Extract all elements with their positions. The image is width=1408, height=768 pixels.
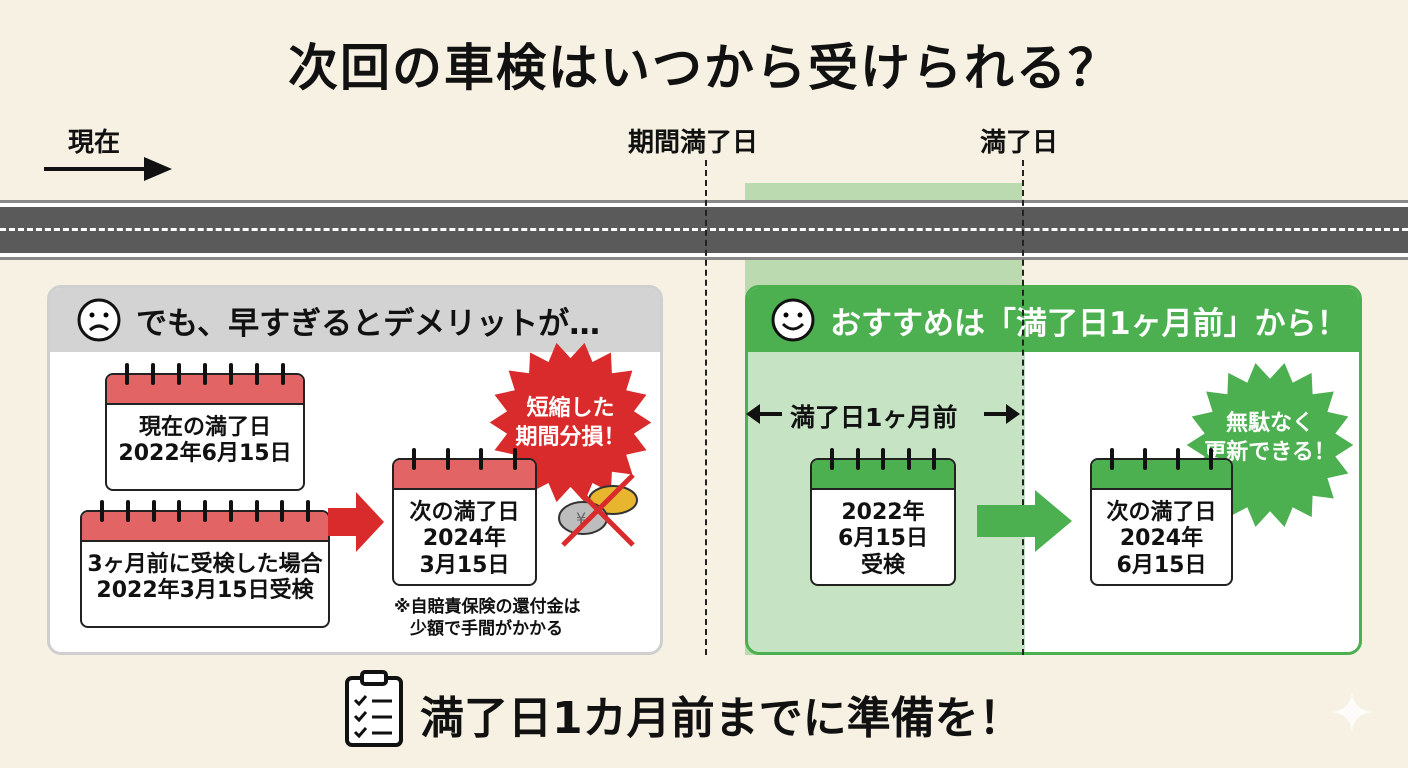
page-title: 次回の車検はいつから受けられる？ [288, 39, 1120, 97]
burst-text: 無駄なく [1225, 411, 1314, 436]
cal-text: 6月15日 [838, 526, 928, 552]
red-arrow-icon [328, 492, 384, 552]
svg-text:¥: ¥ [576, 509, 586, 528]
period-end-line [705, 160, 707, 655]
cal-text: 2022年3月15日受検 [96, 578, 314, 604]
clipboard-checklist-icon [345, 670, 403, 747]
burst-text: 期間分損！ [515, 424, 626, 450]
cal-text: 2022年6月15日 [118, 441, 292, 467]
expiry-label: 満了日 [980, 128, 1059, 158]
note-line: ※自賠責保険の還付金は [394, 597, 581, 617]
green-arrow-icon [977, 490, 1072, 552]
cal-text: 3ヶ月前に受検した場合 [87, 552, 323, 577]
road [0, 203, 1408, 257]
period-end-label: 期間満了日 [628, 128, 759, 158]
cal-text: 2024年 [1119, 526, 1204, 552]
double-arrow-icon [746, 404, 1020, 424]
cal-text: 現在の満了日 [138, 415, 271, 440]
demerit-heading: でも、早すぎるとデメリットが… [136, 305, 601, 342]
cal-text: 次の満了日 [409, 500, 520, 525]
burst-text: 短縮した [526, 396, 615, 421]
refund-note: ※自賠責保険の還付金は少額で手間がかかる [394, 596, 581, 640]
cal-text: 2022年 [841, 500, 925, 525]
smile-face-icon [771, 298, 815, 342]
now-label: 現在 [68, 128, 121, 158]
note-line: 少額で手間がかかる [410, 619, 563, 640]
footer-text: 満了日1カ月前までに準備を！ [420, 693, 1023, 744]
sparkle-icon [1332, 692, 1372, 732]
cal-text: 次の満了日 [1106, 500, 1217, 525]
recommend-heading: おすすめは「満了日1ヶ月前」から！ [830, 305, 1348, 342]
cal-text: 6月15日 [1116, 552, 1207, 578]
arrow-right-icon [44, 157, 172, 181]
range-label: 満了日1ヶ月前 [790, 403, 958, 432]
sad-face-icon [77, 298, 121, 342]
cal-text: 2024年 [422, 526, 507, 552]
cal-text: 受検 [860, 552, 905, 578]
coins-crossed-icon: ¥ [558, 473, 638, 547]
expiry-line [1022, 160, 1024, 655]
cal-text: 3月15日 [419, 552, 510, 578]
